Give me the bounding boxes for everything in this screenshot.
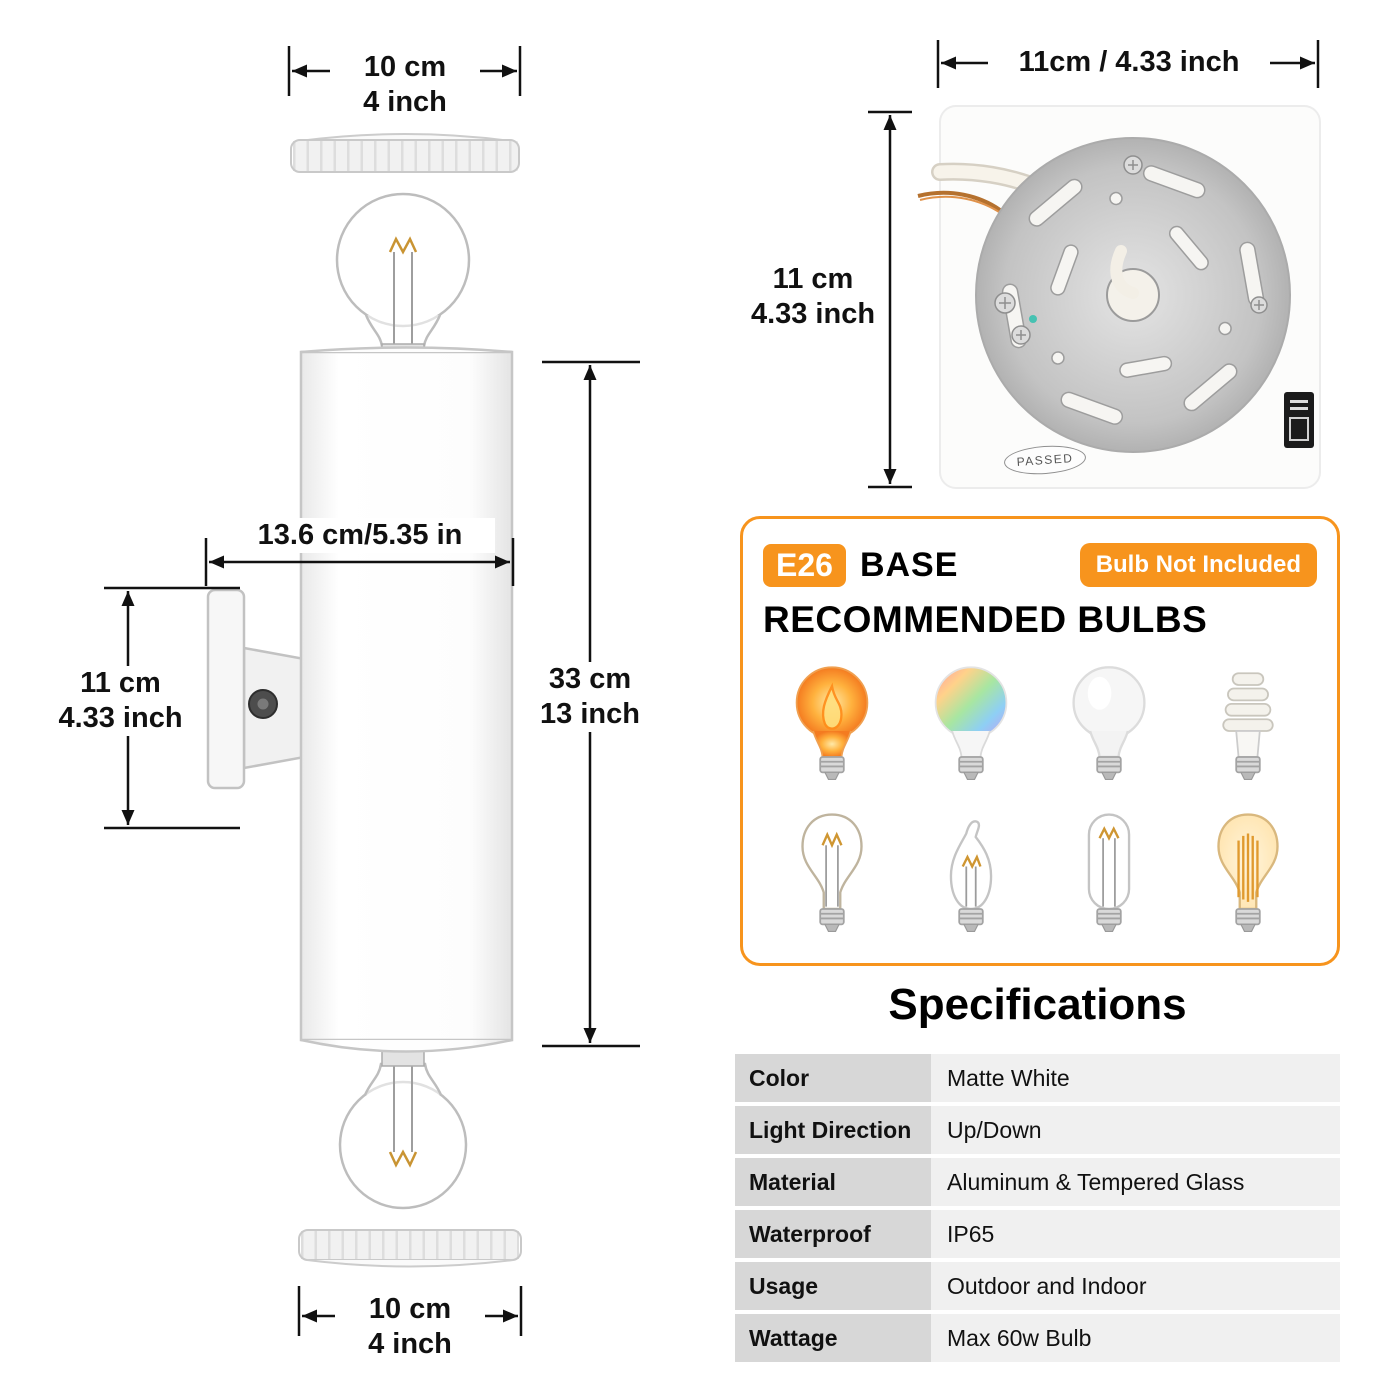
top-bulb [335, 192, 471, 361]
spec-value: Max 60w Bulb [931, 1314, 1340, 1362]
spec-value: Aluminum & Tempered Glass [931, 1158, 1340, 1206]
table-row: Light Direction Up/Down [735, 1106, 1340, 1154]
body-height-dimension-label: 33 cm 13 inch [528, 662, 652, 732]
spec-value: IP65 [931, 1210, 1340, 1258]
edison-st64-bulb-icon [801, 813, 863, 933]
flame-effect-bulb-icon [795, 666, 869, 781]
bulb-item [912, 797, 1030, 949]
spec-label: Waterproof [735, 1210, 931, 1258]
candle-flame-tip-bulb-icon [949, 820, 992, 933]
tubular-filament-bulb-icon [1088, 813, 1131, 933]
bulb-item [912, 645, 1030, 797]
e26-base-badge: E26 [763, 543, 846, 587]
vintage-edison-bulb-icon [1217, 813, 1279, 933]
bulb-item [773, 797, 891, 949]
bulb-grid [763, 645, 1317, 949]
specifications-title: Specifications [888, 980, 1187, 1029]
bulb-item [1050, 645, 1168, 797]
plate-screws [994, 155, 1268, 345]
bottom-cover-cap [298, 1229, 522, 1268]
led-bulb-icon [1072, 666, 1146, 781]
bulb-panel-header: E26 BASE Bulb Not Included [763, 543, 1317, 587]
table-row: Usage Outdoor and Indoor [735, 1262, 1340, 1310]
spec-value: Outdoor and Indoor [931, 1262, 1340, 1310]
spec-label: Usage [735, 1262, 931, 1310]
table-row: Waterproof IP65 [735, 1210, 1340, 1258]
spec-label: Material [735, 1158, 931, 1206]
bottom-width-dimension-label: 10 cm 4 inch [335, 1292, 485, 1362]
base-label: BASE [859, 545, 959, 584]
sconce-body [299, 346, 514, 1053]
mounting-bracket [206, 588, 312, 790]
plate-height-dimension-label: 11 cm 4.33 inch [738, 262, 888, 332]
plate-width-dimension-label: 11cm / 4.33 inch [988, 45, 1270, 80]
table-row: Material Aluminum & Tempered Glass [735, 1158, 1340, 1206]
spec-label: Wattage [735, 1314, 931, 1362]
body-width-dimension-label: 13.6 cm/5.35 in [225, 518, 495, 553]
spec-label: Light Direction [735, 1106, 931, 1154]
bulb-not-included-badge: Bulb Not Included [1079, 543, 1317, 587]
top-cover-cap [290, 133, 520, 173]
specifications-table: Color Matte White Light Direction Up/Dow… [735, 1054, 1340, 1362]
table-row: Wattage Max 60w Bulb [735, 1314, 1340, 1362]
top-width-dimension-label: 10 cm 4 inch [330, 50, 480, 120]
copper-wire [917, 190, 1002, 212]
certification-mark [1284, 392, 1314, 448]
specifications-section: Specifications Color Matte White Light D… [735, 980, 1340, 1362]
bracket-height-dimension-label: 11 cm 4.33 inch [38, 666, 203, 736]
bulb-item [1189, 797, 1307, 949]
bulb-item [1050, 797, 1168, 949]
bulb-item [1189, 645, 1307, 797]
rgb-color-bulb-icon [934, 666, 1008, 781]
spec-value: Up/Down [931, 1106, 1340, 1154]
table-row: Color Matte White [735, 1054, 1340, 1102]
bottom-bulb [338, 1049, 468, 1210]
spec-value: Matte White [931, 1054, 1340, 1102]
spec-label: Color [735, 1054, 931, 1102]
mounting-plate-photo [917, 105, 1321, 489]
cfl-spiral-bulb-icon [1222, 672, 1274, 781]
recommended-bulbs-panel: E26 BASE Bulb Not Included RECOMMENDED B… [740, 516, 1340, 966]
bulb-item [773, 645, 891, 797]
recommended-bulbs-heading: RECOMMENDED BULBS [763, 599, 1208, 640]
